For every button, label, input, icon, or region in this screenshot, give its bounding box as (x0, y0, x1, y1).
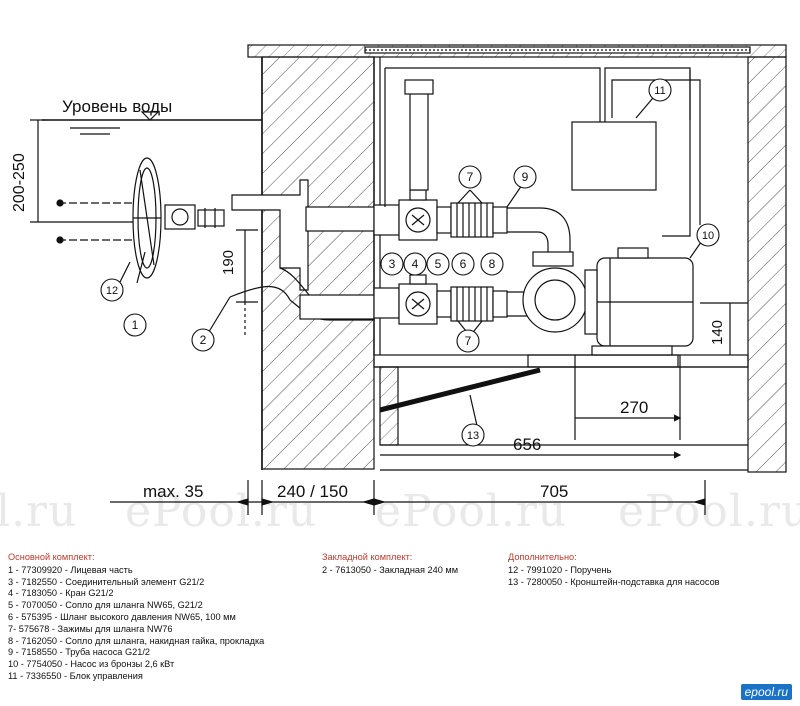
callout-12 (100, 278, 124, 302)
callout-13 (461, 423, 485, 447)
pump-pipe (507, 207, 571, 252)
legend-item: 7- 575678 - Зажимы для шланга NW76 (8, 623, 173, 634)
watermark-3: ePool.ru (375, 486, 568, 537)
pool-wall (261, 56, 375, 470)
callout-8 (480, 252, 504, 276)
legend-item: 3 - 7182550 - Соединительный элемент G21… (8, 576, 205, 587)
dim-140: 140 (709, 320, 726, 345)
legend-item: 6 - 575395 - Шланг высокого давления NW6… (8, 611, 236, 622)
dim-705: 705 (540, 482, 568, 501)
legend-item: 2 - 7613050 - Закладная 240 мм (322, 564, 459, 575)
legend-item: 11 - 7336550 - Блок управления (8, 670, 143, 681)
callout-9 (513, 165, 537, 189)
callout-8-label: 8 (489, 257, 496, 271)
callout-4-label: 4 (412, 257, 419, 271)
dim-270: 270 (620, 398, 648, 417)
callout-3-label: 3 (389, 257, 396, 271)
dim-max35: max. 35 (143, 482, 203, 501)
dim-656: 656 (513, 435, 541, 454)
legend-extra-kit: Дополнительно: 12 - 7991020 - Поручень 1… (508, 552, 798, 588)
legend-item: 13 - 7280050 - Кронштейн-подставка для н… (508, 576, 720, 587)
legend-item: 4 - 7183050 - Кран G21/2 (8, 588, 114, 599)
callout-3 (380, 252, 404, 276)
callout-13-label: 13 (467, 430, 479, 442)
callout-5 (426, 252, 450, 276)
callout-7-top (458, 165, 482, 189)
dim-wall: 240 / 150 (277, 482, 348, 501)
legend-extra-title: Дополнительно: (508, 552, 577, 562)
callout-11-label: 11 (654, 85, 665, 97)
legend-item: 1 - 77309920 - Лицевая часть (8, 564, 133, 575)
callout-10 (696, 223, 720, 247)
callout-4 (403, 252, 427, 276)
callout-6-label: 6 (460, 257, 467, 271)
embed-part (231, 179, 309, 291)
machine-floor (373, 354, 749, 368)
callout-7-bottom-label: 7 (465, 334, 472, 348)
legend-item: 9 - 7158550 - Труба насоса G21/2 (8, 647, 150, 658)
legend-item: 5 - 7070050 - Сопло для шланга NW65, G21… (8, 600, 203, 611)
legend-embed-title: Закладной комплект: (322, 552, 413, 562)
legend-item: 10 - 7754050 - Насос из бронзы 2,6 кВт (8, 659, 175, 670)
watermark-1: l.ru (0, 486, 78, 537)
callout-9-label: 9 (522, 170, 529, 184)
callout-2 (191, 328, 215, 352)
water-level-label: Уровень воды (62, 97, 172, 116)
dim-200-250: 200-250 (11, 153, 28, 212)
legend-embed-kit: Закладной комплект: 2 - 7613050 - Заклад… (322, 552, 502, 577)
hose-upper (450, 202, 494, 238)
callout-5-label: 5 (435, 257, 442, 271)
site-logo[interactable]: epool.ru (740, 684, 792, 700)
callout-1-label: 1 (132, 318, 139, 332)
control-box (571, 121, 657, 191)
right-wall (747, 56, 787, 473)
callout-7-bottom (456, 329, 480, 353)
callout-1 (123, 313, 147, 337)
callout-2-label: 2 (200, 333, 207, 347)
callout-7-top-label: 7 (467, 170, 474, 184)
legend-main-kit: Основной комплект: 1 - 77309920 - Лицева… (8, 552, 318, 683)
technical-drawing: 1 2 3 4 5 6 7 7 8 9 10 11 12 13 Уровень … (11, 44, 787, 515)
callout-10-label: 10 (702, 230, 714, 242)
callout-12-label: 12 (106, 285, 118, 297)
pump-casing (522, 267, 588, 333)
watermark-2: ePool.ru (125, 486, 318, 537)
watermark-4: ePool.ru (618, 486, 800, 537)
legend-item: 8 - 7162050 - Сопло для шланга, накидная… (8, 635, 265, 646)
dim-190: 190 (220, 250, 237, 275)
legend-item: 12 - 7991020 - Поручень (508, 564, 612, 575)
callout-6 (451, 252, 475, 276)
callout-11 (648, 78, 672, 102)
legend-main-title: Основной комплект: (8, 552, 95, 562)
